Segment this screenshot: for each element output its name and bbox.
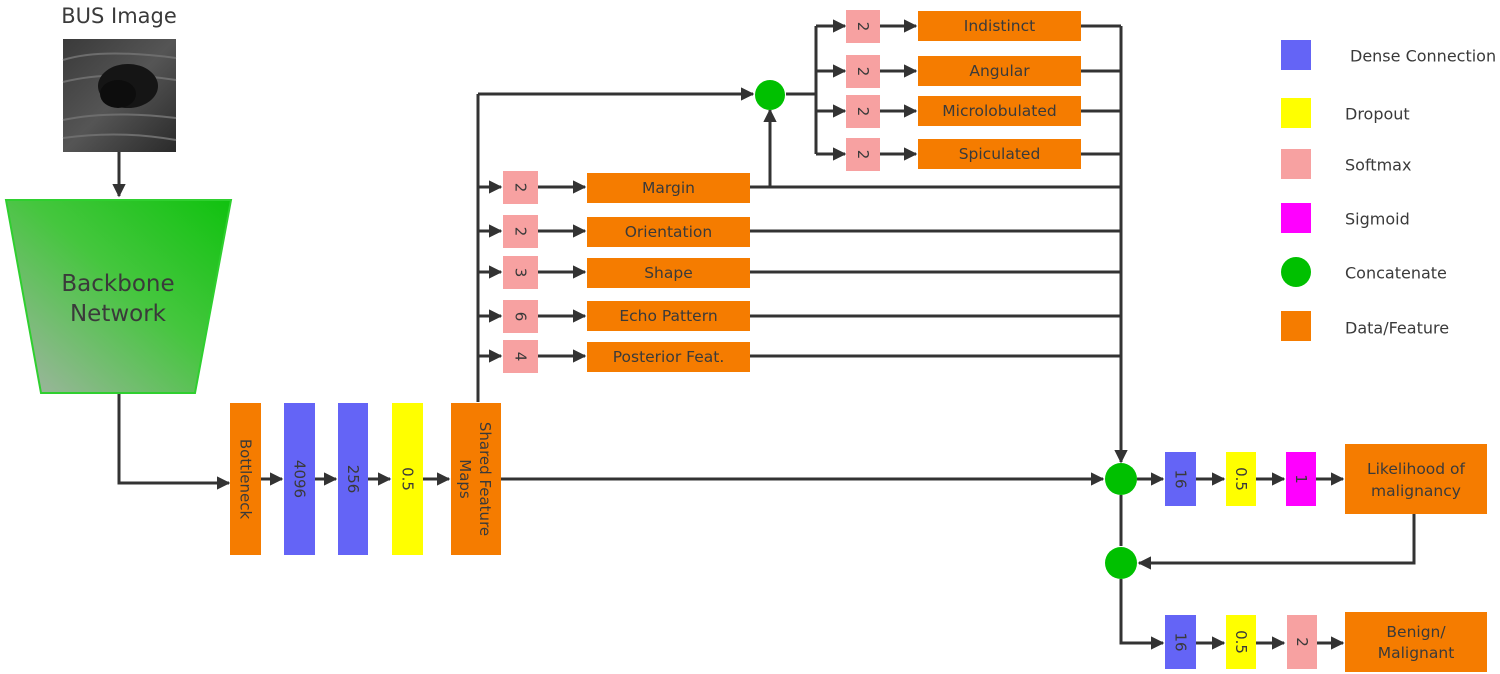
- connections: [112, 19, 1416, 650]
- edge-backbone-bottleneck: [117, 394, 231, 490]
- bottleneck-layer: Bottleneck: [230, 403, 261, 555]
- legend-swatch-feature: [1281, 311, 1311, 341]
- legend-item-dense: Dense Connection: [1281, 40, 1496, 70]
- legend-item-softmax: Softmax: [1281, 149, 1411, 179]
- branch-orientation: 2 Orientation: [503, 215, 750, 248]
- ultrasound-thumbnail: [62, 39, 177, 152]
- subtype-indistinct-softmax: 2: [854, 22, 872, 32]
- bus-image-block: BUS Image: [61, 4, 177, 152]
- dropout-label: 0.5: [399, 467, 417, 491]
- subtype-microlobulated-softmax: 2: [854, 107, 872, 117]
- branch-echo-softmax: 6: [512, 312, 530, 322]
- legend: Dense Connection Dropout Softmax Sigmoid…: [1281, 40, 1496, 341]
- legend-label-feature: Data/Feature: [1345, 319, 1449, 338]
- shared-feature-label-line2: Maps: [456, 459, 474, 499]
- legend-swatch-dense: [1281, 40, 1311, 70]
- branch-shape-softmax: 3: [512, 268, 530, 278]
- branch-echo-label: Echo Pattern: [619, 307, 717, 325]
- branch-posterior: 4 Posterior Feat.: [503, 340, 750, 373]
- branch-margin: 2 Margin: [503, 171, 750, 204]
- subtype-indistinct-label: Indistinct: [964, 17, 1035, 35]
- legend-item-sigmoid: Sigmoid: [1281, 203, 1410, 233]
- class-softmax-label: 2: [1293, 637, 1311, 647]
- likelihood-output-line1: Likelihood of: [1367, 460, 1466, 478]
- concat-node-1: [1105, 463, 1137, 495]
- class-output-line2: Malignant: [1378, 644, 1455, 662]
- subtype-angular-label: Angular: [969, 62, 1030, 80]
- likelihood-dropout-label: 0.5: [1232, 467, 1250, 491]
- dropout-layer: 0.5: [392, 403, 423, 555]
- legend-label-dense: Dense Connection: [1350, 47, 1496, 66]
- class-output-line1: Benign/: [1386, 623, 1446, 641]
- legend-label-concat: Concatenate: [1345, 264, 1447, 283]
- subtype-angular-softmax: 2: [854, 67, 872, 77]
- concat-margin-node: [755, 80, 785, 110]
- legend-label-dropout: Dropout: [1345, 105, 1410, 124]
- branch-margin-label: Margin: [642, 179, 695, 197]
- subtype-spiculated-label: Spiculated: [959, 145, 1041, 163]
- likelihood-sigmoid-label: 1: [1292, 474, 1310, 484]
- branch-shape-label: Shape: [644, 264, 693, 282]
- dense-4096-layer: 4096: [284, 403, 315, 555]
- legend-label-softmax: Softmax: [1345, 156, 1411, 175]
- bottleneck-label: Bottleneck: [237, 439, 255, 520]
- likelihood-dense-label: 16: [1172, 469, 1190, 488]
- edge-likelihood-c2: [1137, 513, 1416, 570]
- backbone-label-line1: Backbone: [61, 271, 174, 297]
- dense-256-label: 256: [344, 465, 362, 494]
- bus-image-title: BUS Image: [61, 4, 177, 28]
- classification-head: 16 0.5 2 Benign/ Malignant: [1105, 547, 1487, 672]
- legend-item-dropout: Dropout: [1281, 98, 1410, 128]
- legend-item-feature: Data/Feature: [1281, 311, 1449, 341]
- branch-posterior-softmax: 4: [512, 352, 530, 362]
- legend-label-sigmoid: Sigmoid: [1345, 210, 1410, 229]
- backbone-label-line2: Network: [70, 301, 167, 327]
- edge-c2-dense16: [1119, 579, 1165, 650]
- legend-swatch-dropout: [1281, 98, 1311, 128]
- likelihood-head: 16 0.5 1 Likelihood of malignancy: [1105, 444, 1487, 514]
- branch-orientation-label: Orientation: [625, 223, 713, 241]
- class-dropout-label: 0.5: [1232, 630, 1250, 654]
- dense-4096-label: 4096: [291, 460, 309, 498]
- feature-branches: 2 Margin 2 Orientation 3 Shape 6 Echo Pa…: [503, 171, 750, 373]
- subtype-angular: 2 Angular: [846, 55, 1081, 88]
- branch-echo-pattern: 6 Echo Pattern: [503, 300, 750, 333]
- subtype-spiculated-softmax: 2: [854, 150, 872, 160]
- shared-feature-label-line1: Shared Feature: [476, 422, 494, 536]
- subtype-microlobulated: 2 Microlobulated: [846, 95, 1081, 128]
- branch-posterior-label: Posterior Feat.: [613, 348, 725, 366]
- trunk-layers: Bottleneck 4096 256 0.5 Shared Feature M…: [230, 403, 501, 555]
- margin-subtypes: 2 Indistinct 2 Angular 2 Microlobulated …: [755, 10, 1081, 171]
- subtype-spiculated: 2 Spiculated: [846, 138, 1081, 171]
- branch-margin-softmax: 2: [512, 183, 530, 193]
- backbone-network: Backbone Network: [4, 199, 233, 394]
- legend-item-concat: Concatenate: [1281, 257, 1447, 287]
- branch-orientation-softmax: 2: [512, 227, 530, 237]
- branch-shape: 3 Shape: [503, 256, 750, 289]
- shared-feature-maps: Shared Feature Maps: [451, 403, 501, 555]
- class-dense-label: 16: [1172, 632, 1190, 651]
- legend-swatch-softmax: [1281, 149, 1311, 179]
- dense-256-layer: 256: [338, 403, 368, 555]
- legend-swatch-concat: [1281, 257, 1311, 287]
- likelihood-output-line2: malignancy: [1371, 482, 1461, 500]
- subtype-microlobulated-label: Microlobulated: [942, 102, 1056, 120]
- subtype-indistinct: 2 Indistinct: [846, 10, 1081, 43]
- concat-node-2: [1105, 547, 1137, 579]
- legend-swatch-sigmoid: [1281, 203, 1311, 233]
